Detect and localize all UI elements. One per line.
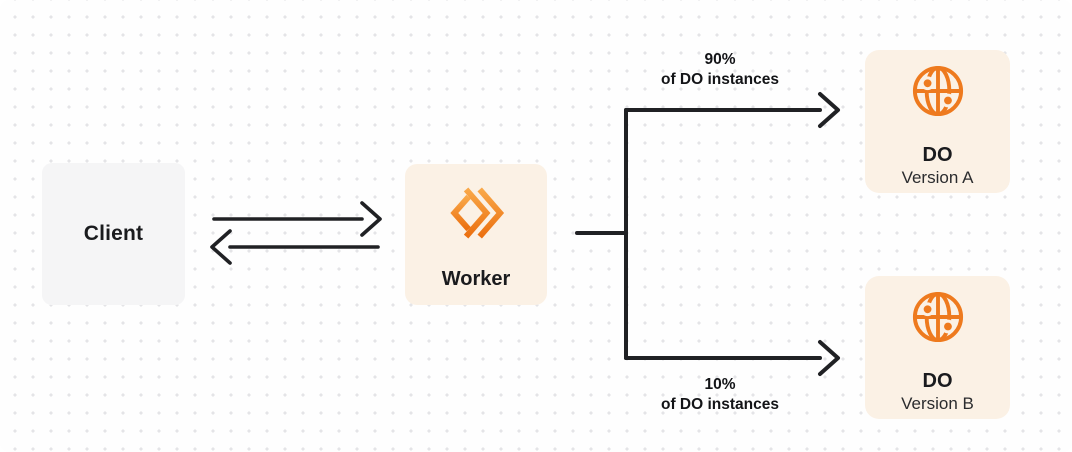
bottom-branch-caption: of DO instances <box>661 396 779 413</box>
client-node: Client <box>42 163 185 305</box>
bottom-branch-label: 10% of DO instances <box>600 375 840 415</box>
client-label: Client <box>83 222 144 245</box>
worker-node: Worker <box>405 164 547 305</box>
arrow-worker-to-client <box>210 229 380 265</box>
arrow-to-do-version-a <box>624 92 840 128</box>
worker-label: Worker <box>441 268 511 290</box>
globe-icon <box>912 65 963 117</box>
do-version-b-node: DO Version B <box>865 276 1010 419</box>
do-b-title: DO <box>922 370 953 392</box>
bottom-branch-percent: 10% <box>704 376 736 393</box>
do-a-title: DO <box>922 144 953 166</box>
top-branch-caption: of DO instances <box>661 71 779 88</box>
do-b-version: Version B <box>901 394 974 413</box>
top-branch-percent: 90% <box>704 51 736 68</box>
do-a-version: Version A <box>901 168 974 187</box>
top-branch-label: 90% of DO instances <box>600 50 840 90</box>
globe-icon <box>912 291 963 343</box>
arrow-client-to-worker <box>212 201 382 237</box>
cloudflare-workers-icon <box>450 187 505 239</box>
do-version-a-node: DO Version A <box>865 50 1010 193</box>
arrow-to-do-version-b <box>624 340 840 376</box>
